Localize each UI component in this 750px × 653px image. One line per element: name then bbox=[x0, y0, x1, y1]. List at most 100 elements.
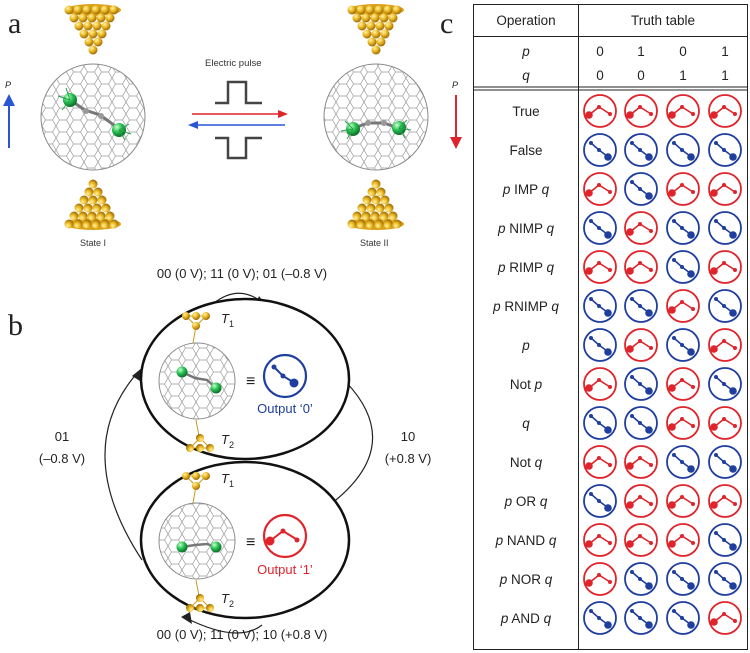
output-1-icon bbox=[624, 328, 658, 362]
operation-name: p NIMP q bbox=[497, 221, 555, 236]
output-1-label: Output ‘1’ bbox=[257, 562, 313, 577]
cycle-arrows bbox=[104, 292, 374, 634]
output-1-icon bbox=[708, 250, 742, 284]
top-arrow-label: 00 (0 V); 11 (0 V); 01 (–0.8 V) bbox=[157, 266, 327, 281]
electric-pulse: Electric pulse bbox=[188, 58, 288, 160]
output-0-icon bbox=[624, 133, 658, 167]
output-0-icon bbox=[624, 172, 658, 206]
output-0-icon bbox=[583, 484, 617, 518]
output-0-icon bbox=[666, 133, 700, 167]
p-value: 1 bbox=[721, 44, 729, 59]
panel-a-letter: a bbox=[8, 7, 21, 40]
operation-name: Not p bbox=[510, 377, 543, 392]
output-1-icon bbox=[583, 445, 617, 479]
bottom-t2-label: T2 bbox=[221, 591, 234, 609]
output-1-icon bbox=[666, 406, 700, 440]
q-value: 1 bbox=[679, 68, 687, 83]
operation-name: p NAND q bbox=[495, 533, 557, 548]
bottom-equivalence-sign: ≡ bbox=[246, 534, 255, 551]
table-row: p bbox=[521, 328, 742, 362]
state-output-1: T1 T2 ≡ Output ‘1’ bbox=[139, 460, 351, 620]
output-1-icon bbox=[624, 211, 658, 245]
output-0-icon bbox=[708, 445, 742, 479]
table-row: q bbox=[522, 406, 742, 440]
output-0-icon bbox=[624, 562, 658, 596]
output-1-icon bbox=[708, 601, 742, 635]
row-label-p: p bbox=[521, 44, 530, 59]
top-t1-label: T1 bbox=[221, 311, 234, 329]
right-axis-label: P bbox=[452, 80, 458, 90]
output-0-label: Output ‘0’ bbox=[257, 401, 313, 416]
left-cycle-label-2: (–0.8 V) bbox=[39, 451, 85, 466]
panel-c-letter: c bbox=[440, 7, 453, 40]
panel-b: b 00 (0 V); 11 (0 V); 01 (–0.8 V) 00 (0 … bbox=[8, 266, 431, 642]
output-1-icon bbox=[666, 523, 700, 557]
output-0-icon bbox=[666, 211, 700, 245]
output-0-icon bbox=[666, 250, 700, 284]
row-label-q: q bbox=[522, 68, 530, 83]
p-value: 0 bbox=[596, 44, 604, 59]
table-row: p OR q bbox=[504, 484, 742, 518]
p-value: 0 bbox=[679, 44, 687, 59]
left-cycle-label-1: 01 bbox=[55, 429, 69, 444]
output-1-icon bbox=[262, 513, 308, 559]
output-1-icon bbox=[624, 250, 658, 284]
table-row: True bbox=[512, 94, 742, 128]
p-value: 1 bbox=[637, 44, 645, 59]
operation-name: True bbox=[512, 104, 539, 119]
output-0-icon bbox=[666, 328, 700, 362]
output-0-icon bbox=[624, 406, 658, 440]
output-0-icon bbox=[708, 211, 742, 245]
state-i-molecule: State I bbox=[40, 4, 146, 248]
output-1-icon bbox=[583, 523, 617, 557]
output-1-icon bbox=[708, 406, 742, 440]
operation-name: p NOR q bbox=[499, 572, 553, 587]
output-0-icon bbox=[583, 406, 617, 440]
table-row: Not p bbox=[510, 367, 742, 401]
output-1-icon bbox=[583, 172, 617, 206]
output-1-icon bbox=[666, 94, 700, 128]
output-0-icon bbox=[666, 562, 700, 596]
right-cycle-label-1: 10 bbox=[401, 429, 415, 444]
output-1-icon bbox=[666, 289, 700, 323]
output-0-icon bbox=[708, 133, 742, 167]
output-0-icon bbox=[666, 445, 700, 479]
panel-a: a P State I Electric pulse bbox=[3, 4, 462, 248]
output-0-icon bbox=[583, 133, 617, 167]
polarization-up-arrow: P bbox=[3, 80, 15, 148]
output-0-icon bbox=[708, 523, 742, 557]
bottom-t1-label: T1 bbox=[221, 471, 234, 489]
output-0-icon bbox=[708, 367, 742, 401]
output-0-icon bbox=[666, 601, 700, 635]
output-1-icon bbox=[666, 172, 700, 206]
q-value: 1 bbox=[721, 68, 729, 83]
table-row: p IMP q bbox=[502, 172, 742, 206]
output-0-icon bbox=[708, 562, 742, 596]
operation-name: Not q bbox=[510, 455, 543, 470]
output-1-icon bbox=[666, 484, 700, 518]
operation-name: p RNIMP q bbox=[492, 299, 559, 314]
right-cycle-label-2: (+0.8 V) bbox=[385, 451, 432, 466]
state-i-label: State I bbox=[80, 238, 106, 248]
output-1-icon bbox=[583, 94, 617, 128]
pulse-label: Electric pulse bbox=[205, 58, 262, 69]
output-1-icon bbox=[624, 94, 658, 128]
output-1-icon bbox=[583, 562, 617, 596]
output-0-icon bbox=[624, 601, 658, 635]
output-0-icon bbox=[583, 601, 617, 635]
output-1-icon bbox=[624, 445, 658, 479]
table-row: p NOR q bbox=[499, 562, 742, 596]
operation-name: p IMP q bbox=[502, 182, 550, 197]
table-row: p NAND q bbox=[495, 523, 742, 557]
table-row: p RIMP q bbox=[497, 250, 742, 284]
output-1-icon bbox=[708, 94, 742, 128]
header-truth-table: Truth table bbox=[631, 13, 695, 28]
output-1-icon bbox=[708, 328, 742, 362]
panel-b-letter: b bbox=[8, 309, 23, 342]
table-row: Not q bbox=[510, 445, 742, 479]
output-1-icon bbox=[708, 484, 742, 518]
